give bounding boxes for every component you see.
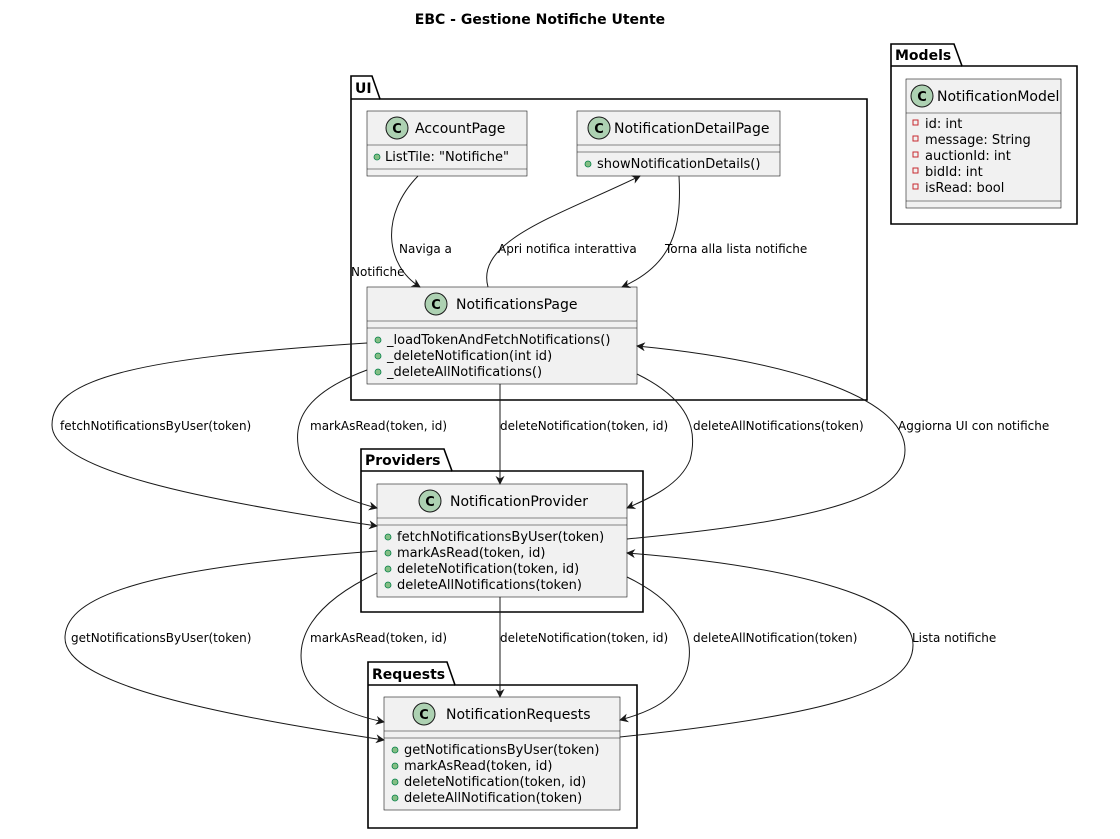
class-badge-icon	[910, 84, 934, 108]
class-member: showNotificationDetails()	[597, 157, 760, 172]
svg-text:C: C	[425, 495, 435, 510]
class-badge-icon	[424, 292, 448, 316]
public-visibility-icon	[584, 160, 592, 168]
edge-label-ui-fetch: fetchNotificationsByUser(token)	[60, 419, 251, 433]
edge-label-prov-delete-all: deleteAllNotification(token)	[693, 631, 857, 645]
edge-ui-mark	[297, 369, 378, 511]
private-visibility-icon	[912, 167, 919, 174]
class-member: deleteAllNotifications(token)	[397, 578, 582, 593]
public-visibility-icon	[391, 746, 399, 754]
class-member: bidId: int	[925, 165, 983, 180]
edge-aggiorna-ui	[626, 342, 906, 540]
edge-prov-mark	[300, 572, 385, 725]
edge-apri-notifica	[486, 175, 641, 288]
private-visibility-icon	[912, 183, 919, 190]
class-name: NotificationDetailPage	[614, 121, 769, 137]
class-member: auctionId: int	[925, 149, 1011, 164]
svg-text:C: C	[594, 122, 604, 137]
edge-label-aggiorna-ui: Aggiorna UI con notifiche	[898, 419, 1049, 433]
class-notification-requests: C NotificationRequests getNotificationsB…	[383, 696, 621, 811]
edge-label-ui-mark: markAsRead(token, id)	[310, 419, 447, 433]
edge-lista-notifiche	[619, 549, 914, 738]
edge-label-torna-lista: Torna alla lista notifiche	[664, 242, 807, 256]
class-badge-icon	[385, 116, 409, 140]
class-member: deleteNotification(token, id)	[397, 562, 579, 577]
public-visibility-icon	[384, 581, 392, 589]
class-member: ListTile: "Notifiche"	[385, 150, 509, 165]
edge-prov-delete-all	[619, 576, 690, 723]
public-visibility-icon	[374, 352, 382, 360]
edge-label-prov-get: getNotificationsByUser(token)	[71, 631, 251, 645]
class-name: NotificationProvider	[450, 494, 588, 510]
public-visibility-icon	[391, 778, 399, 786]
edge-naviga-a	[391, 175, 421, 288]
class-member: fetchNotificationsByUser(token)	[397, 530, 604, 545]
class-notification-detail-page: C NotificationDetailPage showNotificatio…	[576, 110, 781, 177]
class-member: message: String	[925, 133, 1031, 148]
class-badge-icon	[418, 489, 442, 513]
class-badge-icon	[412, 702, 436, 726]
class-member: markAsRead(token, id)	[404, 759, 552, 774]
class-badge-icon	[587, 116, 611, 140]
edge-label-naviga-a-2: Notifiche	[351, 265, 405, 279]
package-models-label: Models	[895, 48, 951, 64]
svg-text:C: C	[419, 708, 429, 723]
private-visibility-icon	[912, 135, 919, 142]
diagram-title: EBC - Gestione Notifiche Utente	[415, 12, 665, 28]
edge-label-ui-delete-all: deleteAllNotifications(token)	[693, 419, 864, 433]
edge-label-naviga-a: Naviga a	[399, 242, 452, 256]
class-member: deleteNotification(token, id)	[404, 775, 586, 790]
class-name: NotificationsPage	[456, 297, 578, 313]
svg-text:C: C	[917, 90, 927, 105]
edge-label-prov-delete: deleteNotification(token, id)	[500, 631, 668, 645]
class-name: AccountPage	[415, 121, 505, 137]
package-requests-label: Requests	[372, 667, 445, 683]
class-member: _deleteNotification(int id)	[386, 349, 552, 364]
public-visibility-icon	[373, 153, 381, 161]
public-visibility-icon	[384, 565, 392, 573]
edge-prov-get	[64, 550, 385, 744]
class-member: id: int	[925, 117, 962, 132]
public-visibility-icon	[391, 762, 399, 770]
class-member: markAsRead(token, id)	[397, 546, 545, 561]
class-notification-model: C NotificationModel id: int message: Str…	[905, 78, 1062, 209]
class-member: isRead: bool	[925, 181, 1004, 196]
class-name: NotificationModel	[937, 89, 1059, 105]
public-visibility-icon	[384, 533, 392, 541]
edge-ui-fetch	[51, 342, 378, 530]
edge-ui-delete-all	[626, 373, 694, 509]
edge-torna-lista	[621, 175, 680, 288]
package-providers-label: Providers	[365, 453, 440, 469]
class-name: NotificationRequests	[446, 707, 591, 723]
public-visibility-icon	[384, 549, 392, 557]
class-notifications-page: C NotificationsPage _loadTokenAndFetchNo…	[366, 286, 638, 385]
package-ui-label: UI	[355, 81, 372, 97]
class-member: _deleteAllNotifications()	[386, 365, 542, 380]
class-member: deleteAllNotification(token)	[404, 791, 582, 806]
private-visibility-icon	[912, 151, 919, 158]
class-notification-provider: C NotificationProvider fetchNotification…	[376, 483, 628, 598]
private-visibility-icon	[912, 119, 919, 126]
class-account-page: C AccountPage ListTile: "Notifiche"	[366, 110, 528, 177]
edge-label-ui-delete: deleteNotification(token, id)	[500, 419, 668, 433]
edge-label-lista-notifiche: Lista notifiche	[912, 631, 996, 645]
public-visibility-icon	[374, 336, 382, 344]
class-member: getNotificationsByUser(token)	[404, 743, 599, 758]
svg-text:C: C	[392, 122, 402, 137]
class-member: _loadTokenAndFetchNotifications()	[386, 333, 610, 348]
edge-label-apri-notifica: Apri notifica interattiva	[498, 242, 637, 256]
svg-text:C: C	[431, 298, 441, 313]
edge-label-prov-mark: markAsRead(token, id)	[310, 631, 447, 645]
public-visibility-icon	[374, 368, 382, 376]
public-visibility-icon	[391, 794, 399, 802]
